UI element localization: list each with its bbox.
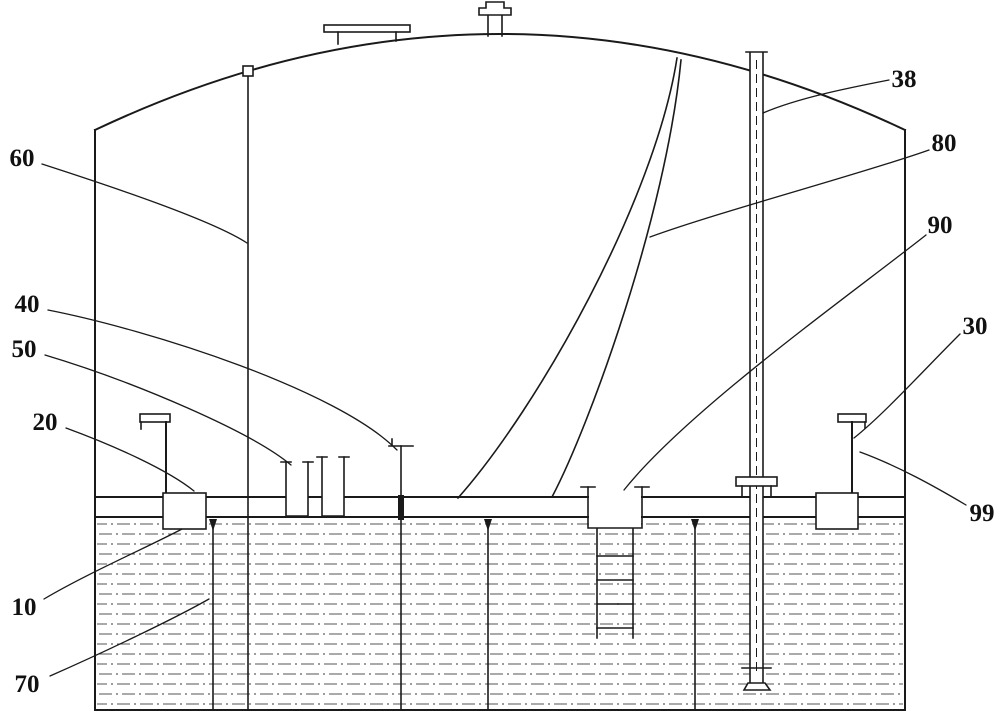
label-20: 20 [33,409,58,436]
left-deck-bracket [139,413,207,530]
leader-60 [41,163,248,244]
leader-90 [623,234,927,491]
label-38: 38 [892,66,917,93]
leader-10 [43,528,183,600]
ladder [596,527,634,639]
swing-line [456,57,682,500]
reference-labels: 38 80 90 30 99 60 40 50 20 10 70 [10,66,995,698]
label-90: 90 [928,212,953,239]
guide-pole-pipe [735,51,778,691]
leg-pointer-icon [691,519,699,531]
label-30: 30 [963,313,988,340]
floating-deck [96,496,904,518]
label-10: 10 [12,594,37,621]
leader-99 [859,451,967,506]
roof-vent-cap [478,1,512,37]
right-deck-bracket [815,413,867,530]
roof-nozzle [323,24,411,45]
leader-20 [65,427,195,492]
leader-lines [41,79,967,677]
leader-30 [853,333,961,439]
label-50: 50 [12,336,37,363]
leader-50 [44,354,292,466]
support-legs [209,519,699,710]
leg-pointer-icon [209,519,217,531]
support-column [242,65,254,710]
leg-pointer-icon [484,519,492,531]
leader-70 [49,598,210,677]
leader-80 [649,149,930,238]
label-40: 40 [15,291,40,318]
deck-gauge-rod [388,438,414,710]
liquid-fill-pattern [97,519,903,708]
tank-shell [94,129,906,711]
label-99: 99 [970,500,995,527]
tank-dome-roof [93,33,907,132]
deck-guide-sleeve [580,486,650,529]
leader-40 [47,309,398,451]
label-60: 60 [10,145,35,172]
leader-38 [762,79,890,114]
deck-seal-fittings [280,456,350,517]
label-70: 70 [15,671,40,698]
label-80: 80 [932,130,957,157]
